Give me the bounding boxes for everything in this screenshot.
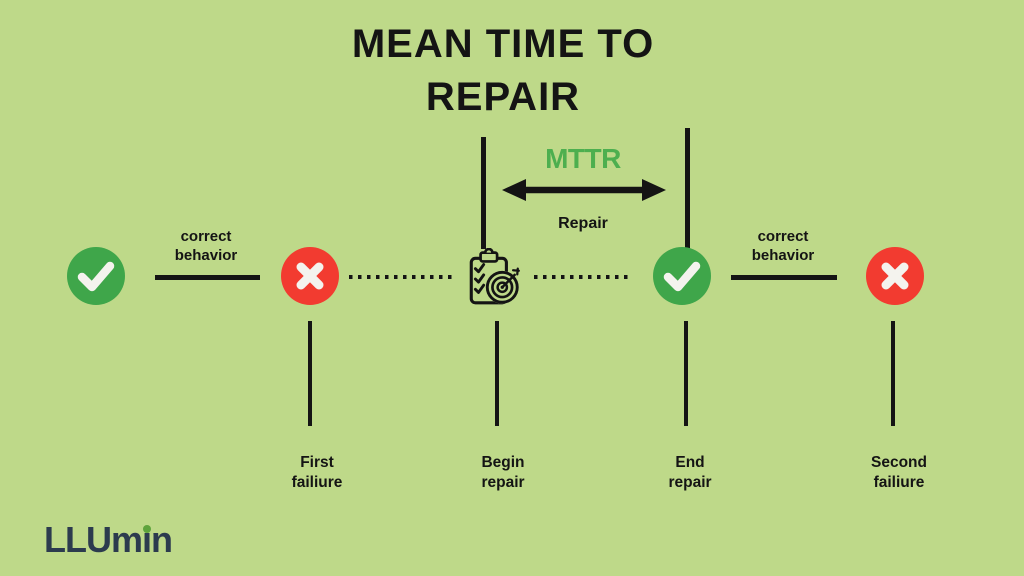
end-repair-marker-line [685, 128, 690, 249]
milestone-second-failure: Second failiure [829, 453, 969, 492]
logo-dotless-i: ı [142, 519, 152, 560]
check-circle-icon-end [653, 247, 711, 305]
milestone-second-failure-line1: Second [871, 454, 927, 471]
correct-behavior-left-line2: behavior [174, 247, 238, 264]
milestone-end-repair-line2: repair [668, 473, 712, 491]
cross-circle-icon-first-failure [281, 247, 339, 305]
milestone-first-failure-line2: failiure [291, 473, 343, 491]
milestone-second-failure-line2: failiure [873, 473, 925, 491]
mttr-label: MTTR [545, 143, 621, 174]
milestone-end-repair: End repair [620, 453, 760, 492]
logo-text-prefix: LLUm [44, 519, 143, 560]
checkmark-glyph [77, 261, 115, 292]
milestone-begin-repair-line1: Begin [481, 454, 525, 471]
correct-behavior-right-line2: behavior [751, 247, 815, 264]
repair-caption: Repair [558, 215, 608, 232]
logo-letter-i: ı [142, 519, 152, 560]
page-title-line2: REPAIR [425, 75, 581, 119]
correct-behavior-label-right: correct behavior [723, 227, 843, 265]
clipboard-target-icon [469, 248, 520, 305]
begin-repair-marker-line [481, 137, 486, 249]
timeline-segment-left [155, 275, 260, 280]
second-failure-marker-line [891, 321, 895, 426]
check-circle-icon-start [67, 247, 125, 305]
first-failure-marker-line [308, 321, 312, 426]
end-repair-lower-marker-line [684, 321, 688, 426]
page-title: MEAN TIME TO REPAIR [0, 18, 1006, 124]
milestone-end-repair-line1: End [675, 454, 705, 471]
downtime-dotted-line-left [349, 275, 453, 279]
double-headed-arrow-icon [502, 179, 666, 201]
milestone-first-failure: First failiure [247, 453, 387, 492]
correct-behavior-label-left: correct behavior [146, 227, 266, 265]
timeline-segment-right [731, 275, 837, 280]
downtime-dotted-line-right [534, 275, 631, 279]
cross-circle-icon-second-failure [866, 247, 924, 305]
correct-behavior-right-line1: correct [757, 228, 809, 245]
milestone-begin-repair-line2: repair [481, 473, 525, 491]
milestone-first-failure-line1: First [300, 454, 334, 471]
page-title-line1: MEAN TIME TO [351, 22, 655, 66]
correct-behavior-left-line1: correct [180, 228, 232, 245]
checkmark-glyph [663, 261, 701, 292]
logo-i-dot-icon [142, 525, 151, 533]
cross-glyph [881, 262, 909, 290]
cross-glyph [296, 262, 324, 290]
milestone-begin-repair: Begin repair [433, 453, 573, 492]
logo-text-suffix: n [151, 519, 173, 560]
begin-repair-lower-marker-line [495, 321, 499, 426]
